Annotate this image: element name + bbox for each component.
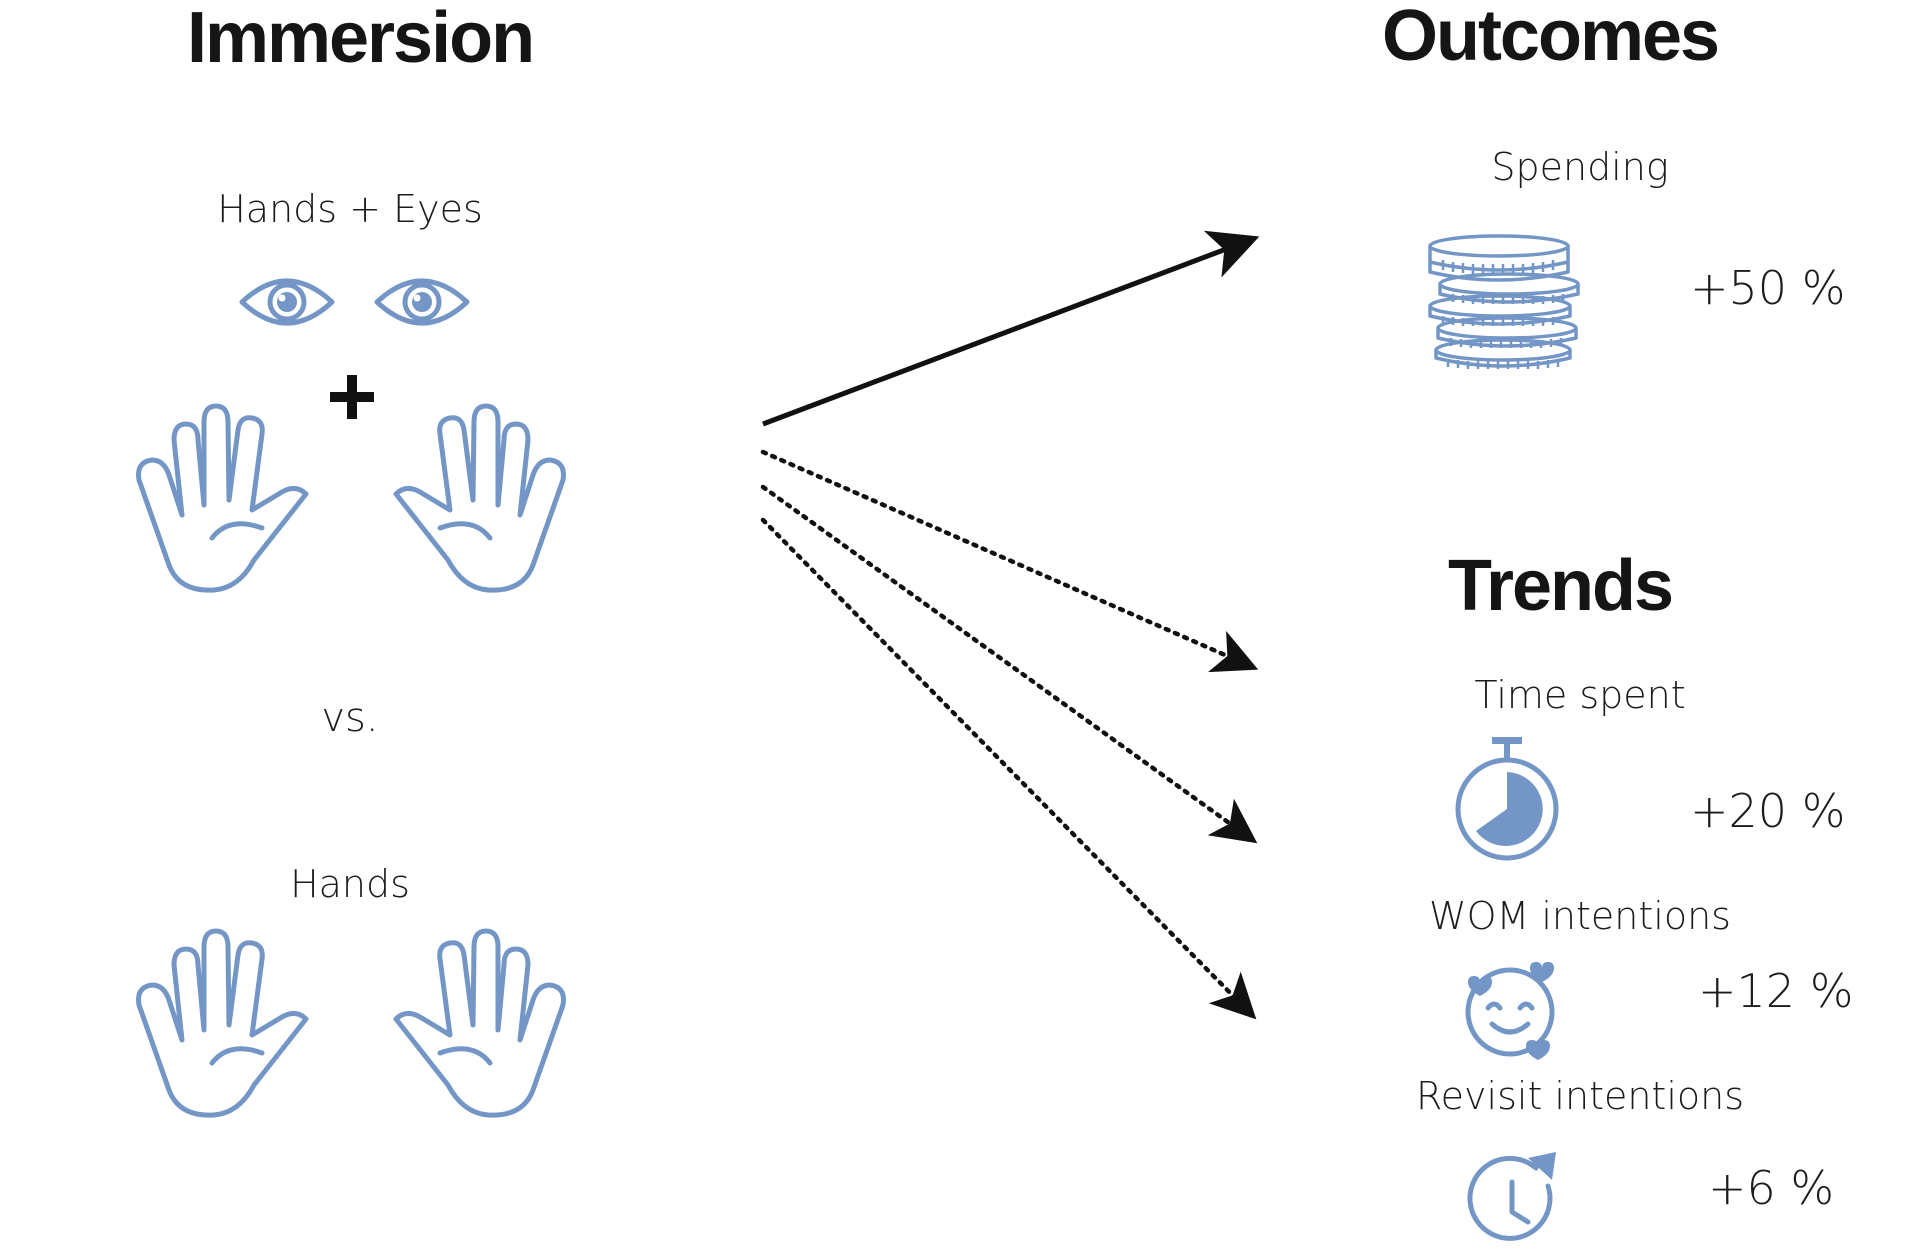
dotted-arrow-wom [760, 484, 1258, 844]
hand-icon [136, 928, 309, 1118]
immersion-title: Immersion [186, 0, 535, 78]
hand-icon [393, 403, 566, 593]
spending-value: +50 % [1690, 261, 1846, 315]
hands-eyes-label: Hands + Eyes [217, 187, 483, 231]
stopwatch-icon [1455, 737, 1559, 861]
dotted-arrow-time-spent [760, 449, 1259, 673]
revisit-intentions-value: +6 % [1708, 1161, 1835, 1215]
plus-icon [330, 375, 374, 419]
coins-stack-icon [1428, 234, 1580, 369]
spending-label: Spending [1491, 145, 1669, 189]
hand-icon [136, 403, 309, 593]
versus-label: vs. [321, 695, 379, 741]
eye-icon [374, 278, 470, 326]
clock-revisit-icon [1467, 1152, 1556, 1241]
revisit-intentions-label: Revisit intentions [1415, 1074, 1745, 1118]
outcomes-title: Outcomes [1381, 0, 1720, 76]
wom-intentions-value: +12 % [1698, 964, 1854, 1018]
dotted-arrow-revisit [760, 517, 1257, 1020]
hand-icon [393, 928, 566, 1118]
smiley-hearts-icon [1465, 962, 1555, 1060]
hands-label: Hands [290, 862, 410, 906]
time-spent-value: +20 % [1690, 784, 1846, 838]
trends-title: Trends [1447, 546, 1674, 626]
eye-icon [239, 278, 335, 326]
time-spent-label: Time spent [1474, 673, 1686, 717]
wom-intentions-label: WOM intentions [1429, 894, 1731, 938]
solid-arrow-spending [762, 230, 1260, 427]
